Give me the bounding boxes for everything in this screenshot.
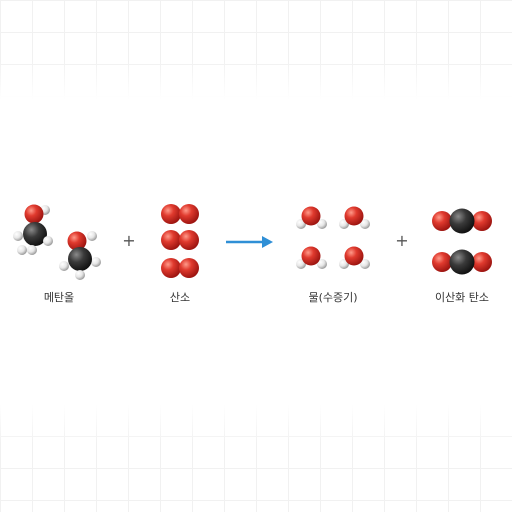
oxygen-molecule bbox=[161, 230, 199, 250]
carbon-dioxide-molecule bbox=[432, 208, 492, 234]
water-molecule bbox=[339, 206, 370, 229]
carbon-dioxide-molecule bbox=[432, 249, 492, 275]
plus-sign: + bbox=[122, 231, 135, 250]
water-molecule bbox=[296, 246, 327, 269]
oxygen-molecule bbox=[161, 204, 199, 224]
carbon-dioxide-label: 이산화 탄소 bbox=[434, 291, 490, 304]
methanol-molecule bbox=[59, 231, 101, 280]
methanol-label: 메탄올 bbox=[43, 291, 75, 304]
water-molecule bbox=[296, 206, 327, 229]
oxygen-molecule bbox=[161, 258, 199, 278]
grid-fade-top bbox=[0, 60, 512, 100]
oxygen-label: 산소 bbox=[169, 291, 191, 304]
plus-sign: + bbox=[395, 231, 408, 250]
water-label: 물(수증기) bbox=[308, 291, 358, 304]
methanol-molecule bbox=[13, 204, 53, 255]
water-molecule bbox=[339, 246, 370, 269]
grid-fade-bottom bbox=[0, 404, 512, 444]
reaction-arrow-icon bbox=[226, 236, 273, 248]
